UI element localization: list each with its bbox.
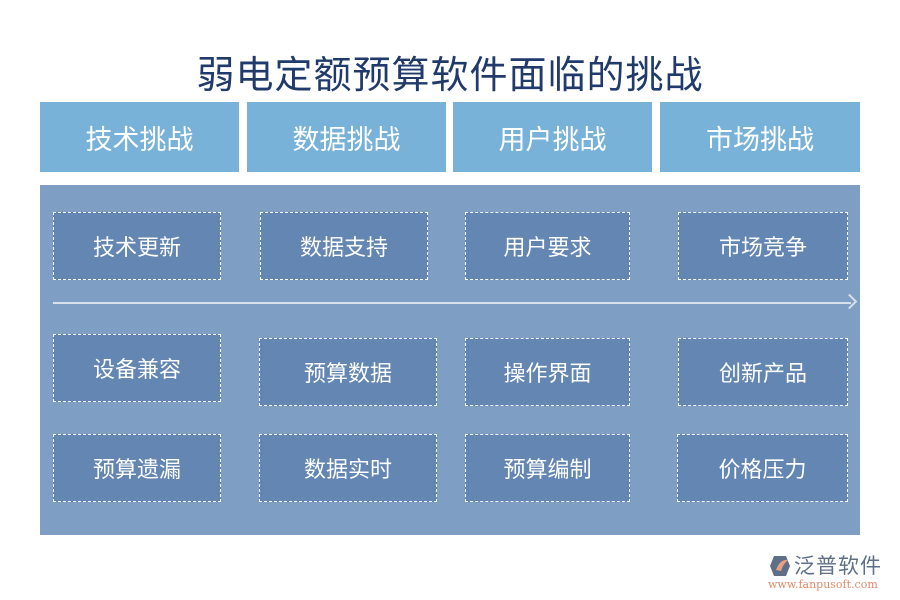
item-box: 价格压力 <box>677 434 848 502</box>
header-tech-challenge: 技术挑战 <box>40 102 239 172</box>
logo-url: www.fanpusoft.com <box>768 578 878 591</box>
header-market-challenge: 市场挑战 <box>660 102 860 172</box>
item-box: 操作界面 <box>465 338 630 406</box>
item-box: 用户要求 <box>465 212 630 280</box>
timeline-arrow-line <box>53 302 851 304</box>
item-box: 市场竞争 <box>678 212 848 280</box>
fanpu-logo: 泛普软件 www.fanpusoft.com <box>768 553 893 593</box>
fanpu-logo-icon <box>770 556 790 576</box>
item-box: 创新产品 <box>678 338 848 406</box>
page-title: 弱电定额预算软件面临的挑战 <box>196 53 704 97</box>
arrow-head-icon <box>841 293 858 310</box>
item-box: 技术更新 <box>53 212 221 280</box>
item-box: 预算遗漏 <box>53 434 221 502</box>
header-user-challenge: 用户挑战 <box>453 102 652 172</box>
item-box: 数据支持 <box>260 212 428 280</box>
header-data-challenge: 数据挑战 <box>247 102 446 172</box>
item-box: 设备兼容 <box>53 334 221 402</box>
challenge-panel: 技术更新 数据支持 用户要求 市场竞争 设备兼容 预算数据 操作界面 创新产品 … <box>40 185 860 535</box>
item-box: 数据实时 <box>259 434 437 502</box>
item-box: 预算数据 <box>259 338 437 406</box>
logo-name: 泛普软件 <box>794 554 882 578</box>
item-box: 预算编制 <box>465 434 630 502</box>
